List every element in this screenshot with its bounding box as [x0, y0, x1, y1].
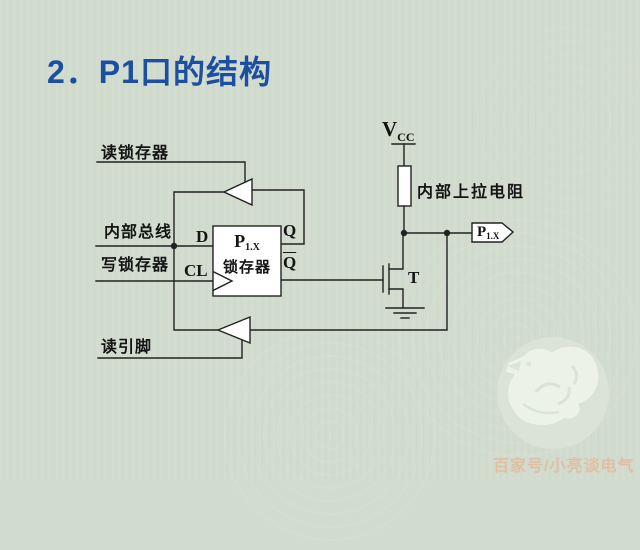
pullup-resistor-label: 内部上拉电阻: [417, 184, 526, 201]
vcc-rail: [391, 143, 416, 167]
latch-name-label: P1.X 锁存器: [213, 231, 281, 277]
q-output-wire: [251, 189, 305, 245]
latch-name-p1x: P1.X: [213, 231, 281, 258]
read-pin-label: 读引脚: [101, 339, 153, 356]
latch-name-cn: 锁存器: [222, 259, 271, 276]
vcc-sub: CC: [397, 130, 415, 144]
cl-input-label: CL: [184, 261, 208, 280]
vcc-label: VCC: [382, 117, 415, 145]
p1x-pin-symbol: [471, 222, 515, 243]
transistor-label: T: [408, 268, 420, 287]
watermark-text: 百家号/小亮谈电气: [493, 458, 635, 475]
bus-feedback-wire: [173, 191, 225, 331]
latch-p: P: [234, 231, 246, 251]
qbar-text: Q: [283, 253, 297, 272]
pullup-resistor: [397, 165, 412, 207]
slide-title: 2．P1口的结构: [47, 54, 272, 90]
read-pin-buffer: [216, 315, 251, 345]
write-latch-label: 写锁存器: [101, 257, 170, 274]
clock-triangle-icon: [213, 271, 234, 291]
pin-readback-wire: [249, 232, 448, 331]
latch-p-sub: 1.X: [245, 242, 260, 253]
circuit-diagram: [95, 143, 609, 449]
junction-dots: [170, 229, 451, 250]
read-latch-label: 读锁存器: [101, 145, 170, 162]
internal-bus-label: 内部总线: [104, 224, 173, 241]
ground-symbol: [385, 307, 425, 319]
vcc-main: V: [382, 117, 398, 141]
pin-p-sub: 1.X: [486, 231, 500, 241]
d-input-label: D: [196, 227, 209, 246]
read-latch-buffer: [222, 177, 253, 207]
q-output-label: Q: [283, 221, 297, 240]
qbar-output-label: Q: [283, 253, 296, 273]
read-pin-wire: [97, 339, 243, 359]
dragon-watermark: [497, 337, 609, 449]
read-latch-wire: [96, 161, 246, 184]
mosfet-transistor: [382, 232, 404, 309]
p1x-pin-label: P1.X: [477, 224, 499, 241]
pin-p: P: [477, 224, 487, 240]
